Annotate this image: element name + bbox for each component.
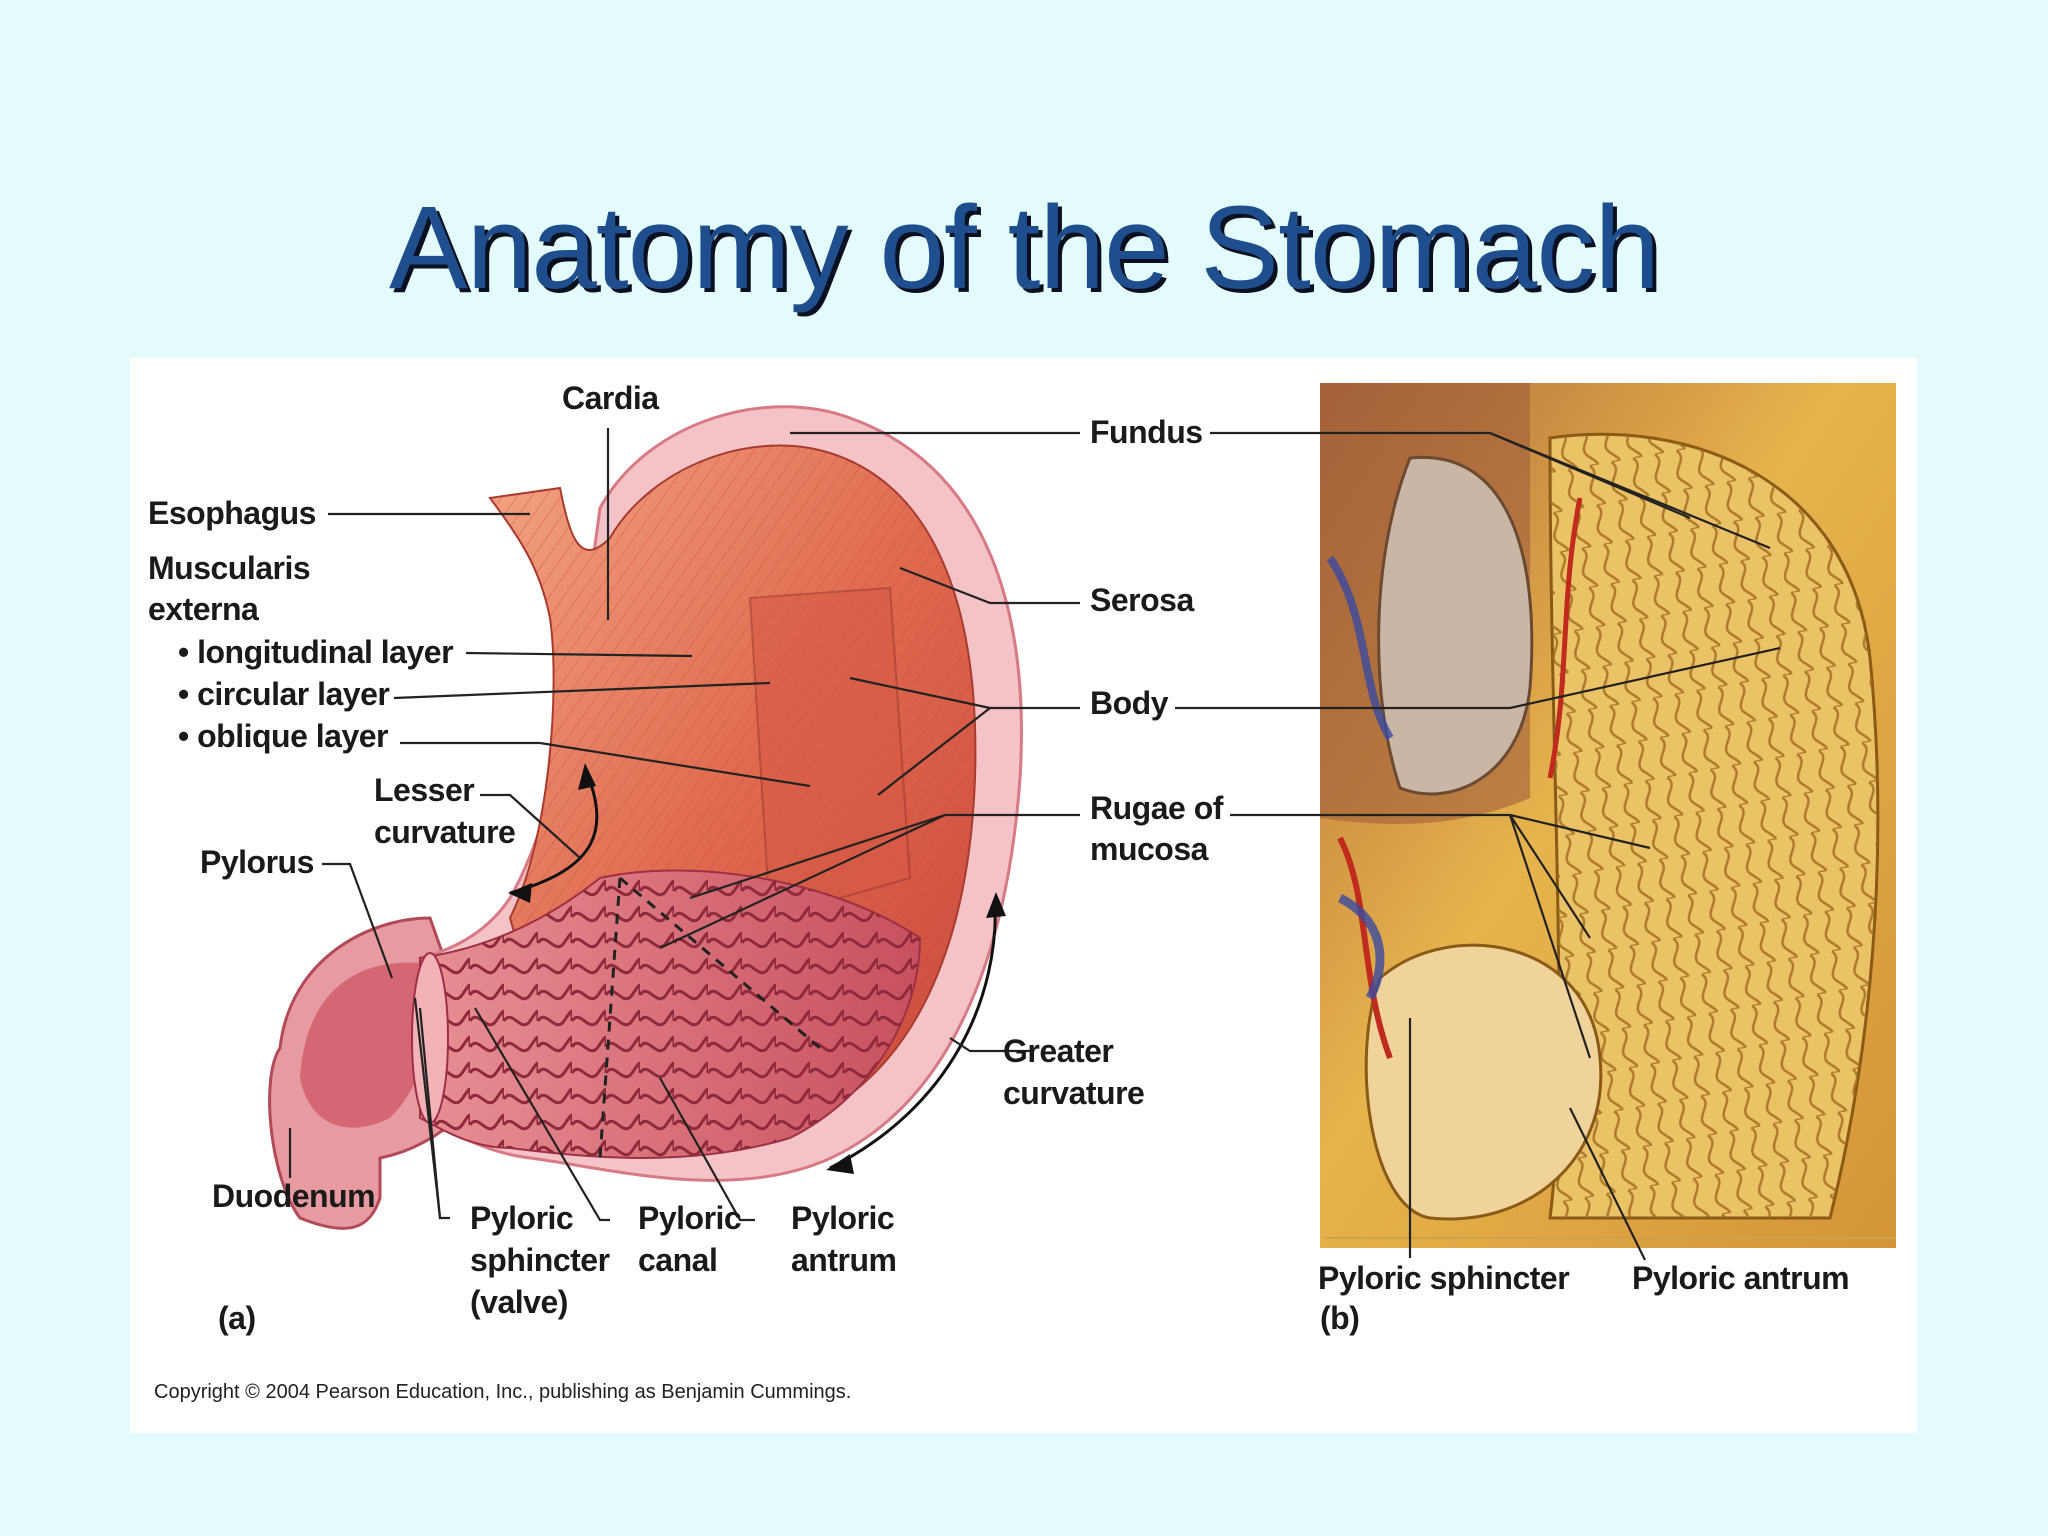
label-muscularis-line1: Muscularis — [148, 550, 311, 586]
label-pyloric-sphincter-line3: (valve) — [470, 1284, 568, 1320]
label-serosa: Serosa — [1090, 582, 1194, 618]
stomach-illustration-a — [268, 405, 1023, 1230]
label-fundus: Fundus — [1090, 414, 1203, 450]
label-photo-pyloric-sphincter: Pyloric sphincter — [1318, 1260, 1570, 1296]
label-rugae-line1: Rugae of — [1090, 790, 1223, 826]
leader-lines-b — [1175, 431, 1781, 1261]
label-circular-layer: • circular layer — [178, 676, 390, 712]
label-pyloric-canal-line2: canal — [638, 1242, 718, 1278]
label-photo-pyloric-antrum: Pyloric antrum — [1632, 1260, 1850, 1296]
label-lesser-curvature-line1: Lesser — [374, 772, 475, 808]
label-lesser-curvature-line2: curvature — [374, 814, 516, 850]
label-pylorus: Pylorus — [200, 844, 314, 880]
panel-a-tag: (a) — [218, 1300, 256, 1336]
stomach-illustrations — [268, 383, 1896, 1261]
label-cardia: Cardia — [562, 380, 659, 416]
copyright-notice: Copyright © 2004 Pearson Education, Inc.… — [154, 1381, 852, 1403]
label-duodenum: Duodenum — [212, 1178, 376, 1214]
slide-title: Anatomy of the Stomach — [388, 182, 1660, 314]
label-oblique-layer: • oblique layer — [178, 718, 388, 754]
label-pyloric-sphincter-line1: Pyloric — [470, 1200, 574, 1236]
stomach-photo-b — [1320, 383, 1896, 1248]
label-esophagus: Esophagus — [148, 495, 316, 531]
label-body: Body — [1090, 685, 1169, 721]
label-greater-curvature-line2: curvature — [1003, 1075, 1145, 1111]
label-muscularis-line2: externa — [148, 591, 259, 627]
label-pyloric-sphincter-line2: sphincter — [470, 1242, 610, 1278]
label-rugae-line2: mucosa — [1090, 831, 1208, 867]
leader-lines-a — [288, 428, 1080, 1222]
panel-b-tag: (b) — [1320, 1300, 1360, 1336]
label-pyloric-antrum-line1: Pyloric — [791, 1200, 895, 1236]
label-pyloric-canal-line1: Pyloric — [638, 1200, 742, 1236]
label-pyloric-antrum-line2: antrum — [791, 1242, 897, 1278]
figure-panel: Cardia Esophagus Muscularis externa • lo… — [130, 358, 1917, 1433]
label-greater-curvature-line1: Greater — [1003, 1033, 1114, 1069]
label-longitudinal-layer: • longitudinal layer — [178, 634, 454, 670]
